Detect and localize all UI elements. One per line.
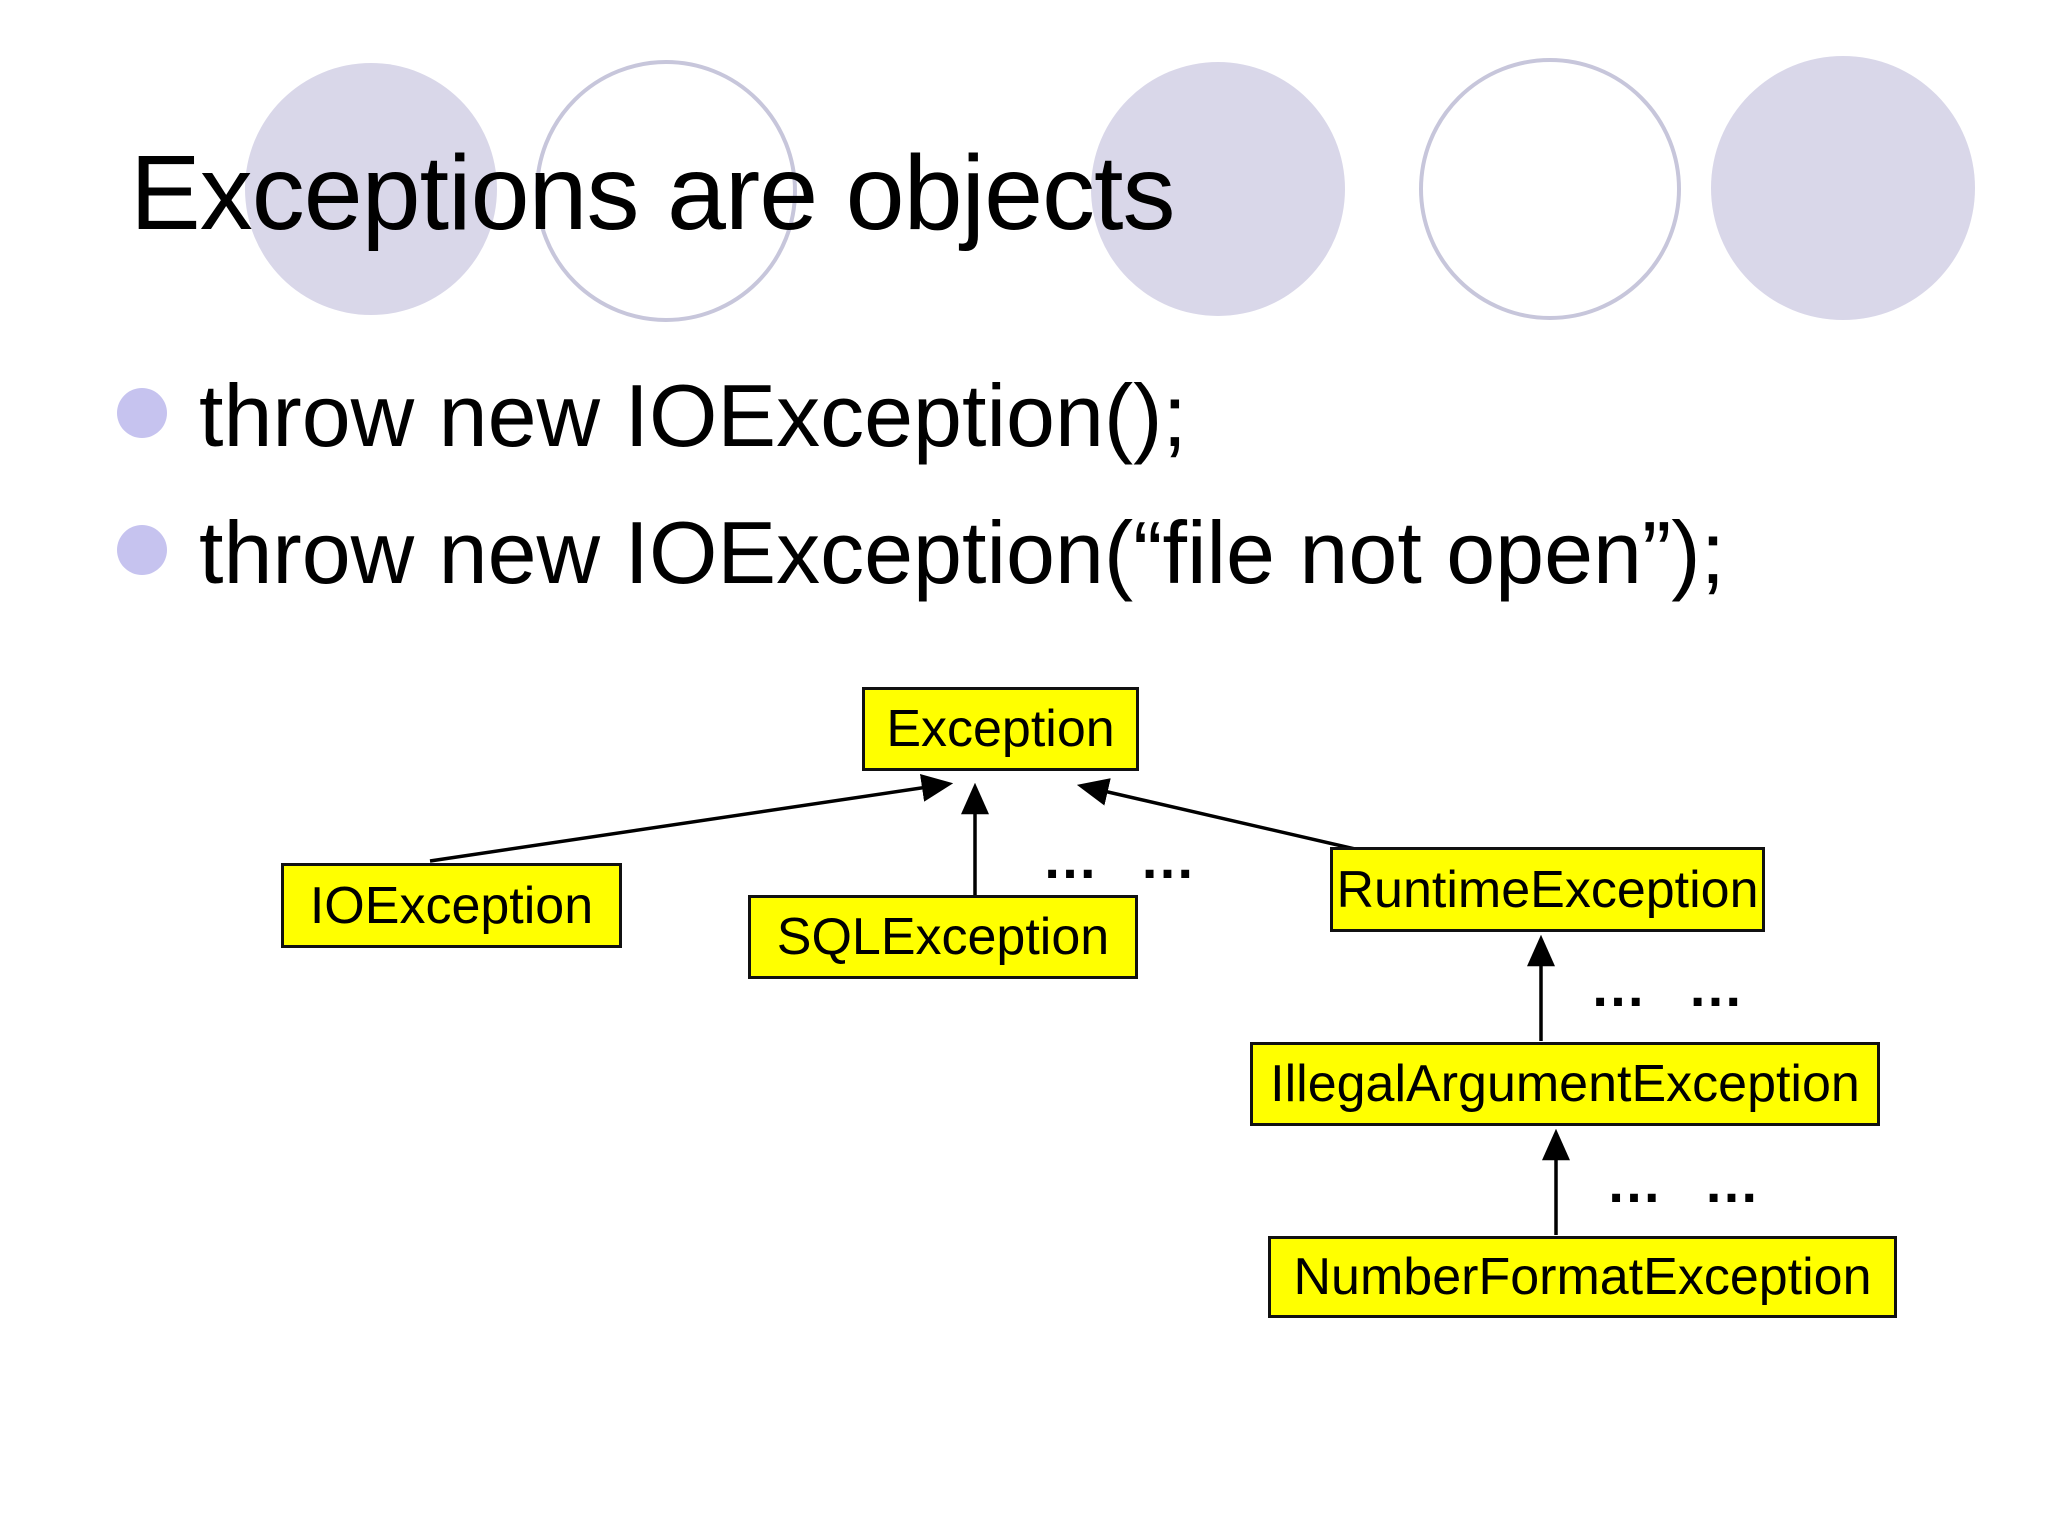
- decor-circle-filled-1: [245, 63, 497, 315]
- arrow-ioexception-to-exception: [429, 774, 954, 863]
- decor-circle-filled-2: [1091, 62, 1345, 316]
- bullet-dot-icon: [117, 388, 167, 438]
- ellipsis-other-exception-subclasses: … …: [1042, 827, 1200, 890]
- bullet-dot-icon: [117, 525, 167, 575]
- node-exception: Exception: [862, 687, 1139, 771]
- node-sqlexception: SQLException: [748, 895, 1138, 979]
- node-ioexception: IOException: [281, 863, 622, 948]
- ellipsis-other-runtimeexception-subclasses: … …: [1590, 955, 1748, 1018]
- decor-circle-outlined-2: [1419, 58, 1681, 320]
- decor-circle-filled-3: [1711, 56, 1975, 320]
- decor-circle-outlined-1: [535, 60, 797, 322]
- ellipsis-other-illegalargument-subclasses: … …: [1606, 1151, 1764, 1214]
- slide-title: Exceptions are objects: [130, 134, 1175, 252]
- node-numberformatexception: NumberFormatException: [1268, 1236, 1897, 1318]
- bullet-item: throw new IOException();: [199, 366, 1187, 465]
- arrow-runtimeexception-to-exception: [1076, 778, 1369, 854]
- bullet-item: throw new IOException(“file not open”);: [199, 503, 1726, 602]
- node-runtimeexception: RuntimeException: [1330, 847, 1765, 932]
- node-illegalargumentexception: IllegalArgumentException: [1250, 1042, 1880, 1126]
